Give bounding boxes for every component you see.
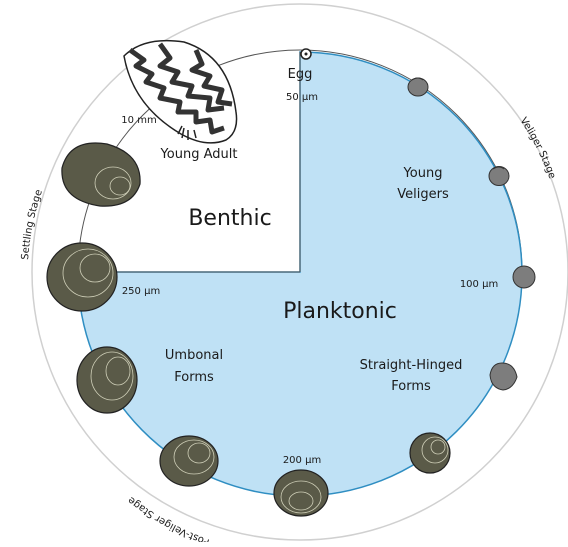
zebra-mussel-icon bbox=[124, 41, 237, 143]
egg-label: Egg bbox=[288, 67, 313, 82]
straight-hinged-shell-icon bbox=[490, 363, 517, 390]
settling-shell-icon bbox=[62, 143, 140, 206]
post-veliger-stage-label: Post-Veliger Stage bbox=[126, 494, 211, 542]
straight-hinged-shell-icon bbox=[410, 433, 450, 473]
size-200um-label: 200 µm bbox=[283, 455, 321, 466]
umbonal-label-line2: Forms bbox=[174, 370, 214, 385]
umbonal-label-line1: Umbonal bbox=[165, 348, 223, 363]
size-50um-label: 50 µm bbox=[286, 92, 318, 103]
size-100um-label: 100 µm bbox=[460, 279, 498, 290]
young-veligers-label-line2: Veligers bbox=[397, 187, 449, 202]
umbonal-shell-icon bbox=[77, 347, 137, 413]
size-250um-label: 250 µm bbox=[122, 286, 160, 297]
benthic-zone-label: Benthic bbox=[188, 206, 271, 231]
settling-shell-icon bbox=[47, 243, 117, 311]
veliger-shell-icon bbox=[408, 78, 428, 96]
size-10mm-label: 10 mm bbox=[121, 115, 156, 126]
veliger-shell-icon bbox=[489, 167, 509, 186]
planktonic-zone-label: Planktonic bbox=[283, 299, 397, 324]
straight-hinged-label-line2: Forms bbox=[391, 379, 431, 394]
egg-nucleus-icon bbox=[305, 53, 308, 56]
umbonal-shell-icon bbox=[160, 436, 218, 486]
straight-hinged-label-line1: Straight-Hinged bbox=[360, 358, 463, 373]
umbonal-shell-icon bbox=[274, 470, 328, 516]
veliger-stage-label: Veliger Stage bbox=[517, 116, 557, 181]
young-veligers-label-line1: Young bbox=[403, 166, 443, 181]
young-adult-label: Young Adult bbox=[160, 147, 238, 162]
veliger-shell-icon bbox=[513, 266, 535, 288]
